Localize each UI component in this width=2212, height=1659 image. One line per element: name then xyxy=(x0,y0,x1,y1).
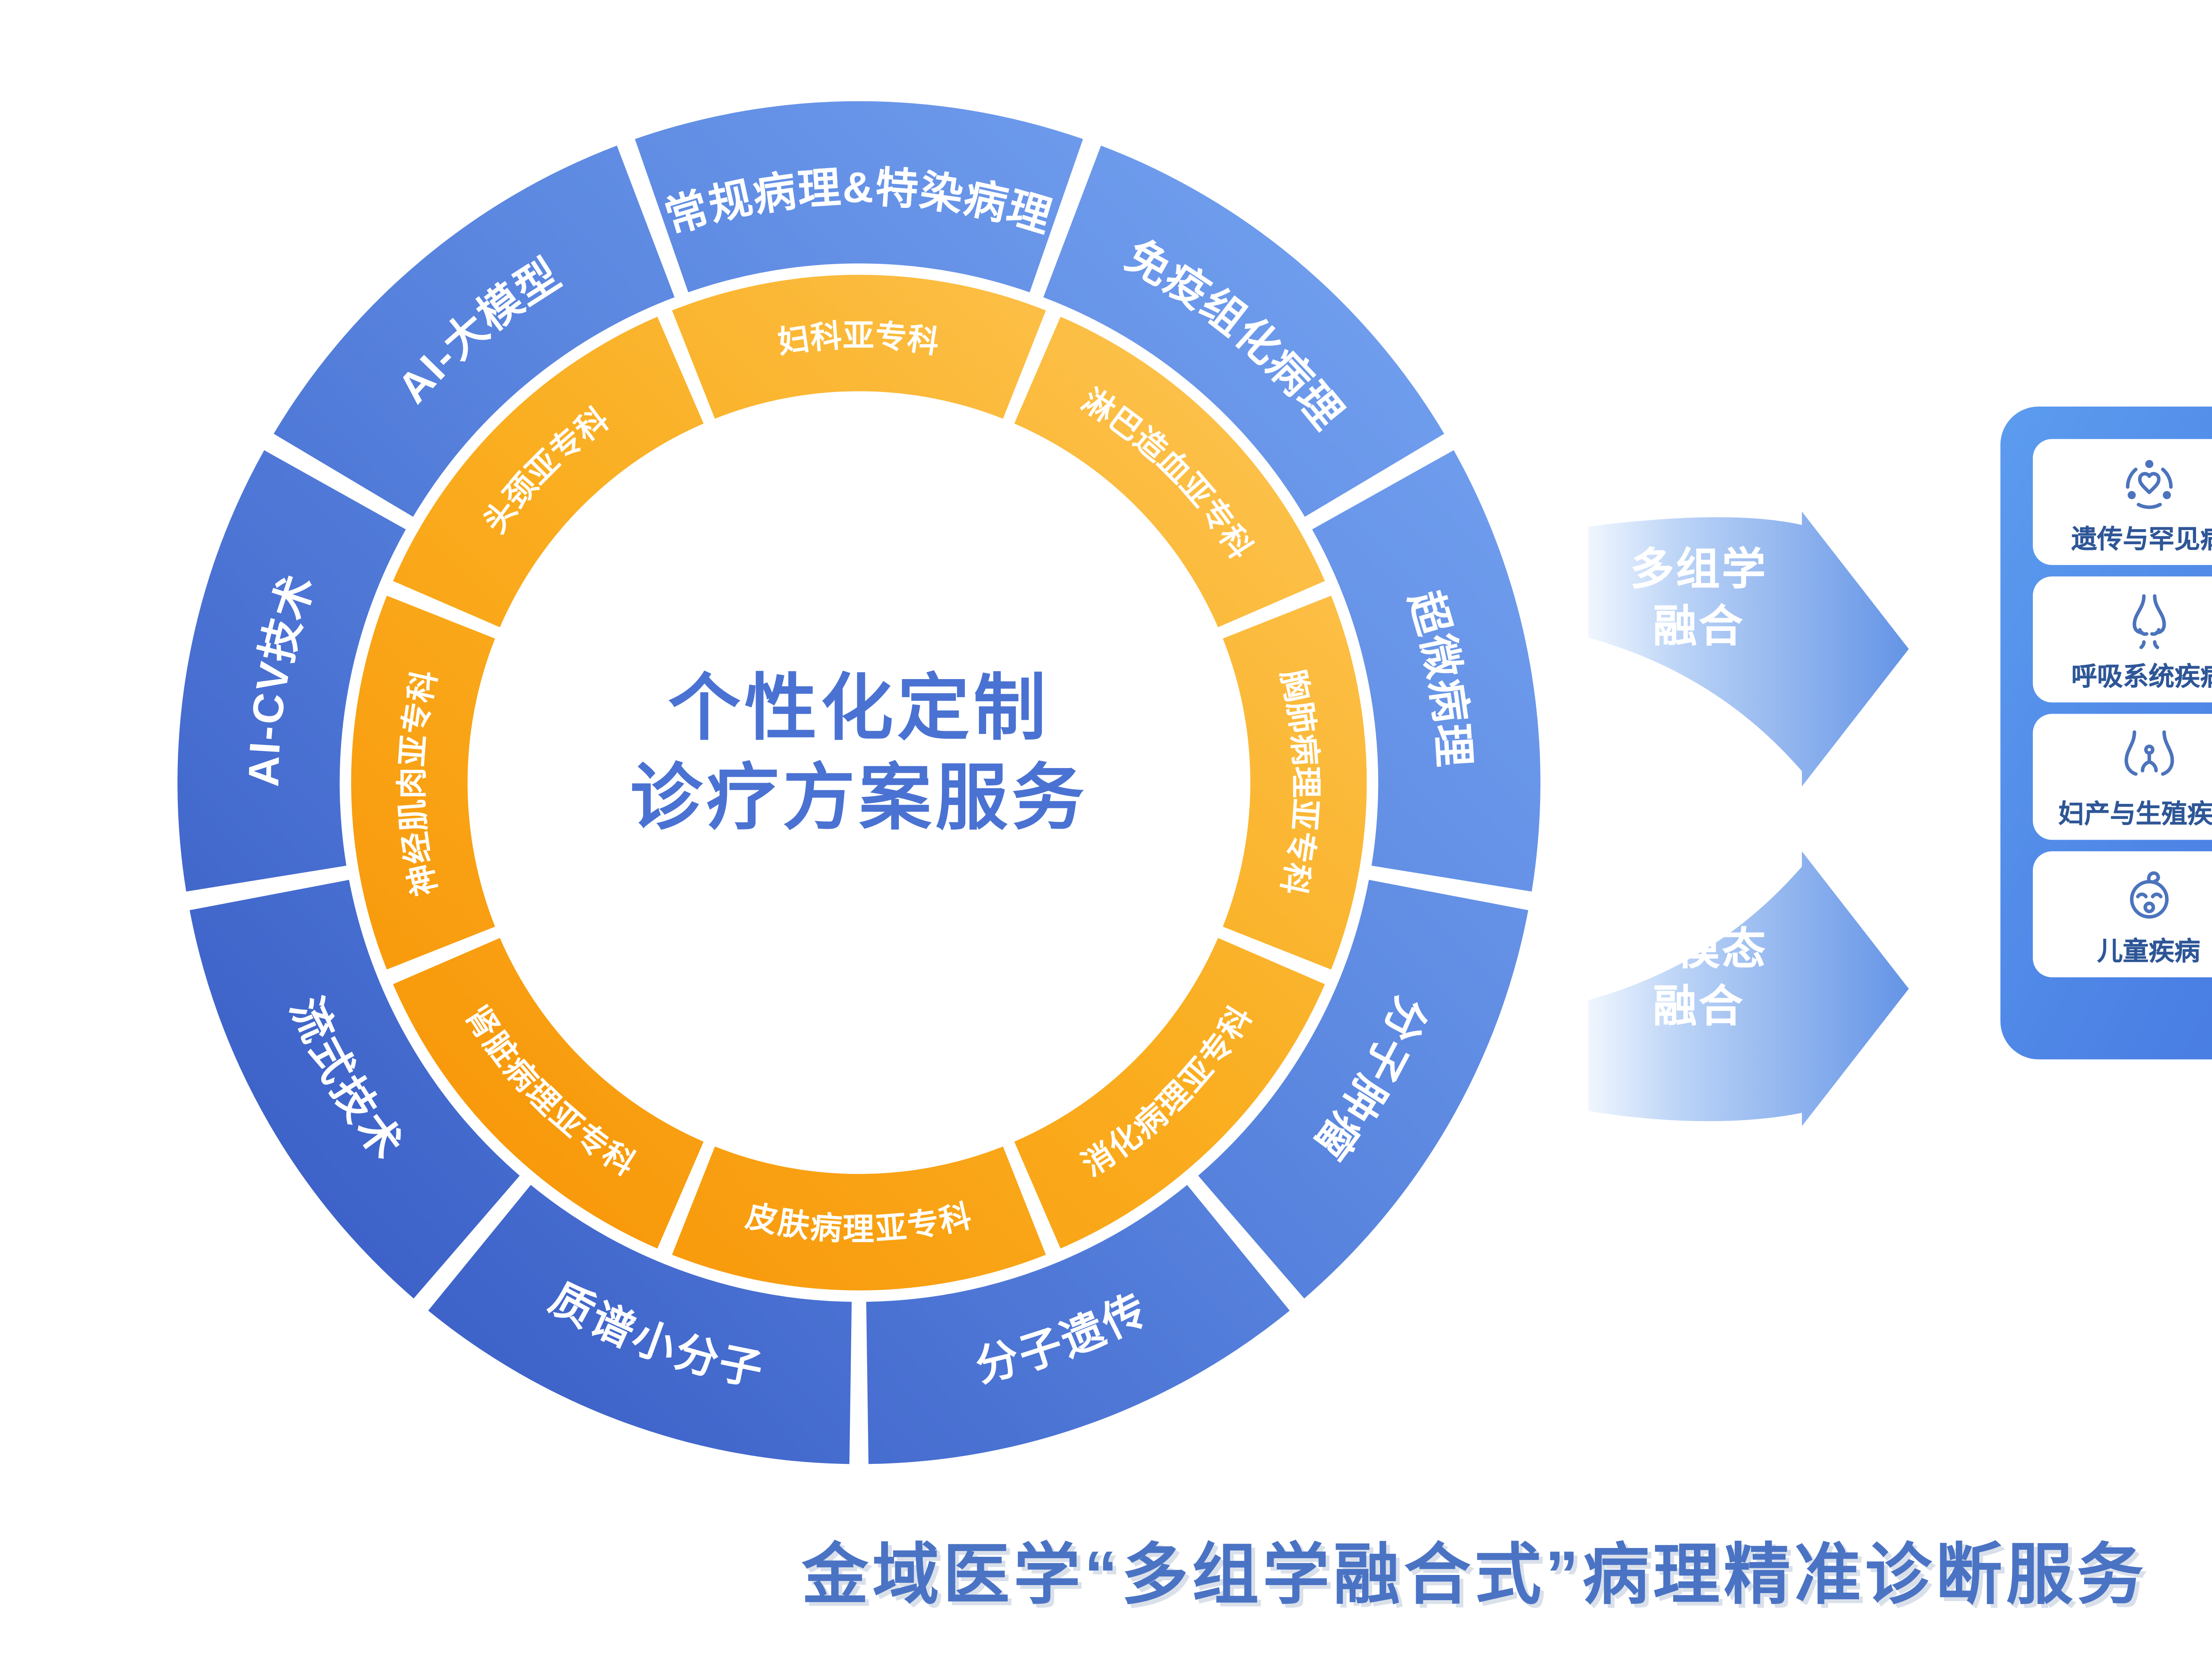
inner-ring-label-text: 妇科亚专科 xyxy=(776,319,941,361)
diagram-title: 金域医学“多组学融合式”病理精准诊断服务 xyxy=(802,1538,2147,1613)
inner-ring-segment xyxy=(1222,595,1367,970)
outer-ring-segment xyxy=(273,146,675,518)
service-ring-diagram: 常规病理&特染病理免疫组化病理超微病理分子肿瘤分子遗传质谱小分子流式技术AI-C… xyxy=(177,101,1540,1464)
outer-ring-segment xyxy=(635,101,1083,293)
disease-card-label: 妇产与生殖疾病 xyxy=(2058,799,2212,828)
multi-modal-arrow-label: 多模态 融合 xyxy=(1588,920,1809,1035)
inner-ring-segment xyxy=(393,316,704,628)
genetics-heart-icon xyxy=(2116,449,2181,515)
inner-ring-segment xyxy=(393,937,704,1249)
arrow-label-line1: 多组学 xyxy=(1630,544,1768,594)
disease-card: 儿童疾病 xyxy=(2033,851,2212,978)
disease-card: 遗传与罕见病 xyxy=(2033,439,2212,565)
inner-ring-segment xyxy=(1014,937,1325,1249)
arrow-label-line1: 多模态 xyxy=(1630,924,1768,974)
inner-ring-segment xyxy=(351,595,495,970)
nose-icon xyxy=(2116,587,2181,652)
center-text-line1: 个性化定制 xyxy=(668,668,1050,749)
inner-ring-segment xyxy=(672,275,1046,419)
outer-ring-segment xyxy=(1198,879,1528,1299)
reproductive-icon xyxy=(2116,724,2181,789)
multi-omics-arrow-label: 多组学 融合 xyxy=(1588,540,1809,655)
center-text-line2: 诊疗方案服务 xyxy=(630,757,1088,838)
disease-specialty-panel: 遗传与罕见病 消化系统疾病 xyxy=(2000,407,2212,1060)
disease-card-label: 呼吸系统疾病 xyxy=(2071,661,2212,690)
outer-ring-segment xyxy=(189,879,520,1299)
outer-ring-segment xyxy=(1312,450,1540,892)
fusion-arrows xyxy=(1588,511,1909,1126)
outer-ring-segment xyxy=(1043,146,1444,518)
panel-caption: 疾病专科 xyxy=(2001,1111,2212,1191)
disease-card: 呼吸系统疾病 xyxy=(2033,576,2212,703)
disease-card-label: 遗传与罕见病 xyxy=(2071,524,2212,553)
outer-ring-segment xyxy=(177,450,406,892)
disease-card-label: 儿童疾病 xyxy=(2097,936,2200,965)
outer-ring-segment xyxy=(428,1184,853,1464)
outer-ring-segment xyxy=(865,1184,1290,1464)
disease-card: 妇产与生殖疾病 xyxy=(2033,714,2212,840)
arrow-label-line2: 融合 xyxy=(1653,601,1745,651)
inner-ring-label: 妇科亚专科 xyxy=(776,319,942,361)
arrow-label-line2: 融合 xyxy=(1653,981,1745,1031)
disease-card-grid: 遗传与罕见病 消化系统疾病 xyxy=(2033,439,2212,978)
baby-icon xyxy=(2116,862,2181,927)
inner-ring-segment xyxy=(1014,316,1325,628)
inner-ring-segment xyxy=(672,1146,1046,1290)
multi-modal-arrow xyxy=(1588,851,1909,1126)
multi-omics-arrow xyxy=(1588,511,1909,787)
